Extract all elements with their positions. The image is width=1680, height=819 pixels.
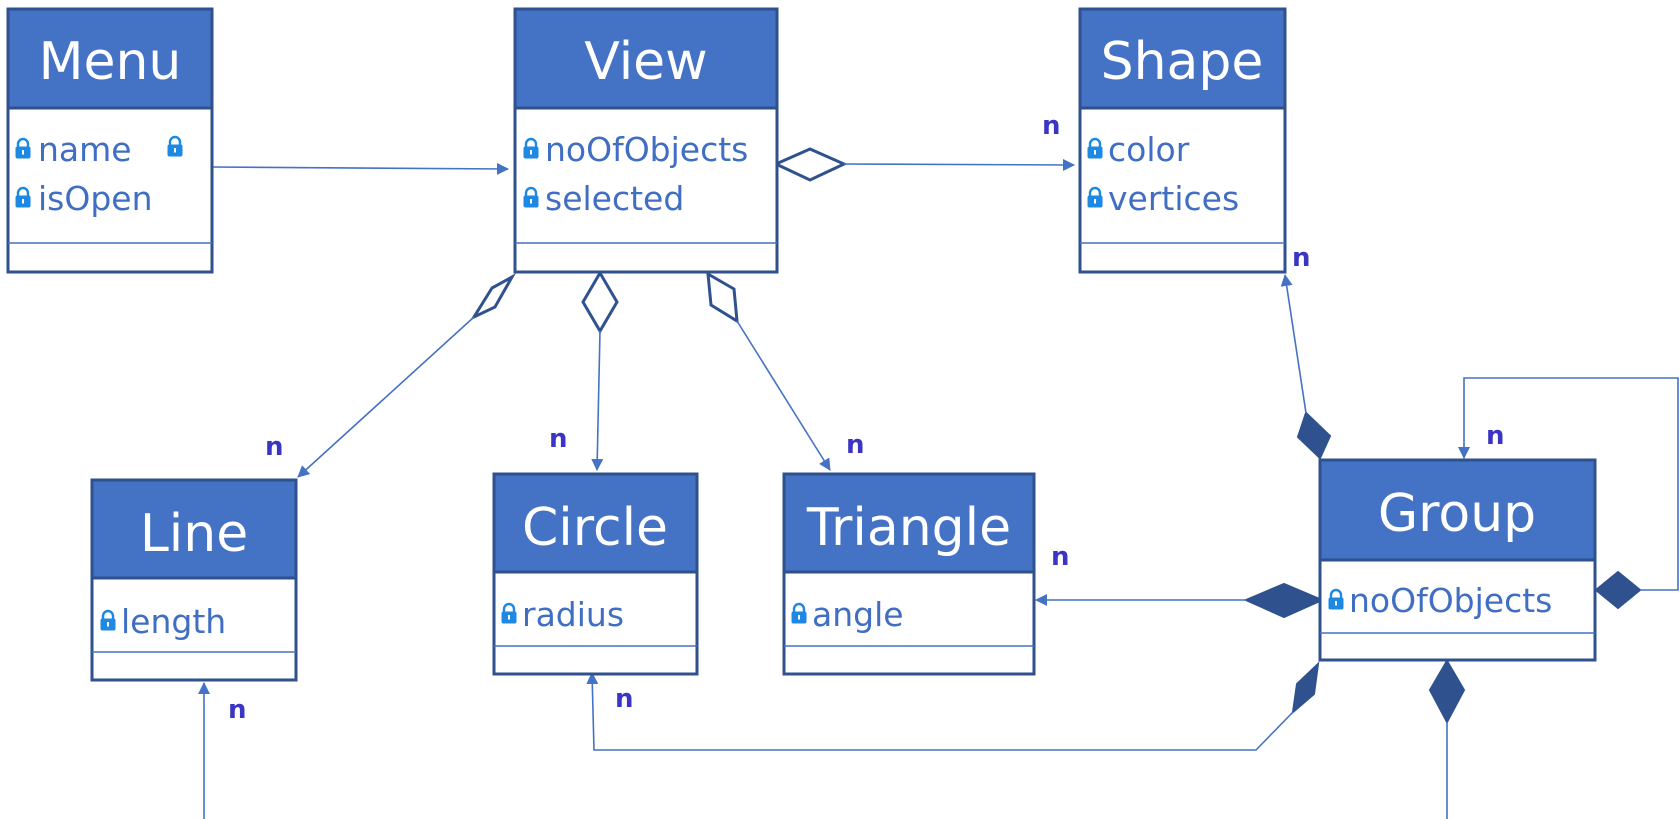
aggregation-line-view-line — [297, 316, 475, 478]
composition-diamond-group-line — [1428, 659, 1466, 725]
attribute: isOpen — [38, 179, 153, 218]
class-header — [9, 10, 211, 108]
composition-diamond-group-circle — [1291, 661, 1320, 715]
attribute: noOfObjects — [545, 130, 748, 169]
composition-diamond-group-triangle — [1243, 582, 1325, 619]
class-header — [785, 475, 1033, 572]
class-header — [93, 481, 295, 578]
composition-line-group-line — [198, 682, 1448, 819]
class-header — [495, 475, 696, 572]
composition-line-group-shape — [1280, 274, 1307, 414]
multiplicity-view-triangle: n — [846, 430, 865, 460]
class-group[interactable]: Group noOfObjects — [1318, 458, 1597, 662]
class-name: Circle — [522, 498, 668, 558]
composition-line-group-circle — [586, 672, 1294, 751]
attribute: color — [1108, 130, 1190, 169]
composition-diamond-group-shape — [1296, 411, 1332, 460]
multiplicity-view-circle: n — [549, 424, 568, 454]
class-header — [1081, 10, 1284, 108]
class-name: Group — [1378, 484, 1536, 544]
attribute: length — [121, 602, 226, 641]
class-menu[interactable]: Menu name isOpen — [6, 7, 214, 274]
aggregation-diamond-view-triangle — [706, 271, 739, 324]
aggregation-diamond-view-circle — [581, 270, 619, 334]
multiplicity-view-shape: n — [1042, 111, 1061, 141]
attribute: noOfObjects — [1349, 581, 1552, 620]
multiplicity-group-circle: n — [615, 684, 634, 714]
class-shape[interactable]: Shape color vertices — [1078, 7, 1287, 274]
assoc-menu-view — [212, 162, 509, 175]
aggregation-line-view-circle — [591, 330, 604, 471]
composition-diamond-group-self — [1594, 570, 1642, 610]
attribute: name — [38, 130, 132, 169]
class-name: Shape — [1101, 32, 1264, 92]
aggregation-diamond-view-line — [470, 273, 516, 321]
class-header — [516, 10, 776, 108]
aggregation-line-view-shape — [843, 158, 1075, 171]
class-name: View — [584, 32, 707, 92]
class-name: Triangle — [806, 498, 1011, 558]
class-header — [1321, 461, 1594, 559]
multiplicity-group-triangle: n — [1051, 542, 1070, 572]
composition-line-group-self — [1458, 377, 1679, 591]
multiplicity-group-self: n — [1486, 421, 1505, 451]
attribute: radius — [522, 595, 624, 634]
attribute: vertices — [1108, 179, 1239, 218]
multiplicity-group-shape: n — [1292, 243, 1311, 273]
connectors — [198, 147, 1679, 819]
aggregation-line-view-triangle — [736, 320, 831, 471]
multiplicity-group-line: n — [228, 695, 247, 725]
attribute: angle — [812, 595, 904, 634]
aggregation-diamond-view-shape — [772, 147, 848, 182]
class-circle[interactable]: Circle radius — [492, 472, 699, 676]
multiplicity-labels: n n n n n n n n n — [228, 111, 1505, 725]
class-name: Menu — [39, 32, 182, 92]
class-name: Line — [140, 504, 248, 564]
multiplicity-view-line: n — [265, 432, 284, 462]
attribute: selected — [545, 179, 684, 218]
class-view[interactable]: View noOfObjects selected — [513, 7, 779, 274]
class-triangle[interactable]: Triangle angle — [782, 472, 1036, 676]
class-line[interactable]: Line length — [90, 478, 298, 682]
